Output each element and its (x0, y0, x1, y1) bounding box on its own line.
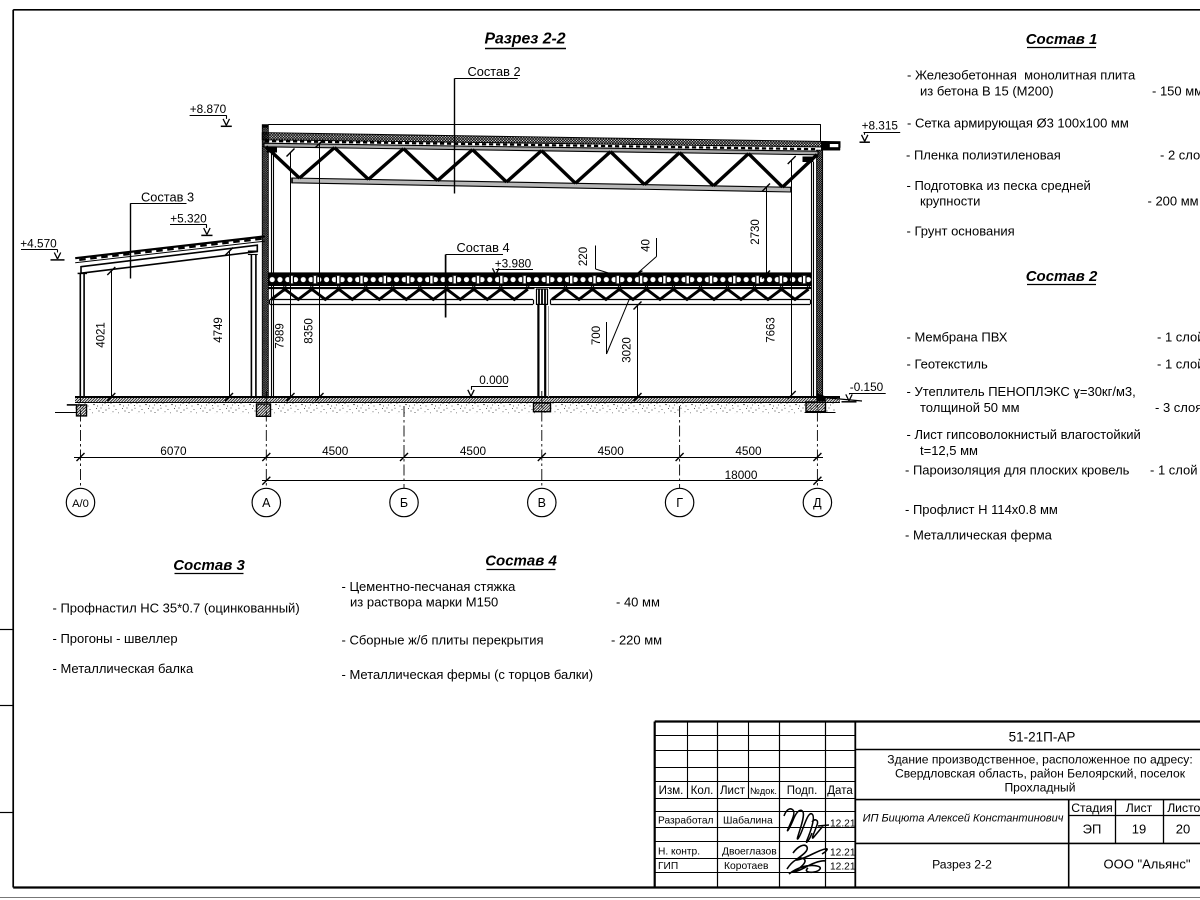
svg-text:- Прогоны - швеллер: - Прогоны - швеллер (53, 631, 178, 646)
svg-text:19: 19 (1132, 822, 1146, 837)
svg-text:А: А (262, 496, 271, 510)
svg-text:- Металлическая фермы (с торцо: - Металлическая фермы (с торцов балки) (342, 667, 594, 682)
svg-text:- Мембрана ПВХ: - Мембрана ПВХ (907, 330, 1008, 345)
svg-text:Разработал: Разработал (658, 815, 714, 827)
svg-text:Подп.: Подп. (787, 785, 818, 797)
svg-text:+8.315: +8.315 (862, 119, 899, 133)
svg-text:- 3 слоя: - 3 слоя (1155, 400, 1200, 415)
svg-text:Здание производственное, распо: Здание производственное, расположенное п… (887, 753, 1192, 767)
svg-text:Свердловская область, район Бе: Свердловская область, район Белоярский, … (895, 767, 1186, 781)
svg-text:- Утеплитель ПЕНОПЛЭКС ɣ=30кг/: - Утеплитель ПЕНОПЛЭКС ɣ=30кг/м3, (907, 384, 1136, 399)
svg-text:ООО "Альянс": ООО "Альянс" (1104, 857, 1191, 872)
svg-text:- 2 слоя: - 2 слоя (1160, 148, 1200, 163)
svg-text:Разрез 2-2: Разрез 2-2 (932, 858, 992, 872)
svg-text:Дата: Дата (827, 785, 853, 797)
svg-text:В: В (538, 496, 546, 510)
svg-text:- Профлист Н 114х0.8 мм: - Профлист Н 114х0.8 мм (905, 502, 1058, 517)
svg-text:Состав 1: Состав 1 (1026, 31, 1098, 48)
svg-text:- Металлическая ферма: - Металлическая ферма (905, 528, 1053, 543)
svg-text:- 150 мм: - 150 мм (1152, 84, 1200, 99)
svg-text:+5.320: +5.320 (170, 212, 207, 226)
svg-text:ИП Бицюта Алексей Константинов: ИП Бицюта Алексей Константинович (863, 813, 1064, 825)
svg-text:51-21П-АР: 51-21П-АР (1009, 730, 1076, 745)
svg-text:из раствора марки М150: из раствора марки М150 (350, 595, 498, 610)
svg-text:ЭП: ЭП (1083, 822, 1102, 837)
svg-text:№док.: №док. (750, 786, 777, 796)
svg-text:-0.150: -0.150 (850, 380, 884, 394)
svg-text:ГИП: ГИП (658, 861, 678, 872)
svg-text:Двоеглазов: Двоеглазов (722, 847, 777, 858)
svg-text:4500: 4500 (735, 444, 762, 458)
svg-text:- Сетка армирующая Ø3 100х100: - Сетка армирующая Ø3 100х100 мм (907, 116, 1129, 131)
svg-text:2730: 2730 (750, 219, 762, 245)
svg-text:Состав 3: Состав 3 (173, 557, 245, 574)
svg-text:+4.570: +4.570 (20, 236, 57, 250)
svg-text:18000: 18000 (725, 468, 758, 482)
svg-text:4500: 4500 (598, 444, 625, 458)
svg-text:220: 220 (578, 247, 590, 266)
svg-text:крупности: крупности (920, 194, 980, 209)
svg-text:- Грунт основания: - Грунт основания (907, 224, 1015, 239)
svg-text:+8.870: +8.870 (190, 102, 227, 116)
svg-text:Состав 4: Состав 4 (485, 553, 557, 570)
svg-text:7989: 7989 (275, 323, 287, 349)
svg-text:- Лист гипсоволокнистый влагос: - Лист гипсоволокнистый влагостойкий (907, 427, 1141, 442)
svg-text:- Геотекстиль: - Геотекстиль (907, 357, 988, 372)
svg-text:А/0: А/0 (72, 498, 89, 510)
svg-text:Лист: Лист (720, 785, 746, 797)
svg-text:Прохладный: Прохладный (1004, 781, 1075, 795)
svg-text:Д: Д (813, 496, 822, 510)
svg-text:Состав 2: Состав 2 (1026, 268, 1098, 285)
svg-text:Разрез 2-2: Разрез 2-2 (484, 31, 565, 48)
svg-text:8350: 8350 (304, 318, 316, 344)
svg-text:12.21: 12.21 (830, 862, 856, 873)
svg-text:40: 40 (641, 239, 653, 252)
svg-text:- Железобетонная монолитная п: - Железобетонная монолитная плита (907, 68, 1136, 83)
svg-text:- Цементно-песчаная стяжка: - Цементно-песчаная стяжка (342, 579, 517, 594)
svg-text:12.21: 12.21 (830, 848, 856, 859)
svg-text:- 200 мм: - 200 мм (1148, 194, 1199, 209)
svg-text:Кол.: Кол. (691, 785, 714, 797)
svg-text:толщиной 50 мм: толщиной 50 мм (920, 400, 1020, 415)
svg-text:- Сборные ж/б плиты перекрытия: - Сборные ж/б плиты перекрытия (342, 633, 544, 648)
svg-text:7663: 7663 (766, 317, 778, 343)
svg-text:Стадия: Стадия (1071, 801, 1113, 815)
svg-text:Состав 4: Состав 4 (457, 240, 510, 255)
svg-text:Состав 3: Состав 3 (141, 190, 194, 205)
svg-text:Изм.: Изм. (659, 785, 684, 797)
svg-text:Листов: Листов (1167, 801, 1200, 815)
svg-text:Лист: Лист (1126, 801, 1153, 815)
svg-text:+3.980: +3.980 (495, 256, 532, 270)
svg-text:12.21: 12.21 (830, 819, 856, 830)
svg-text:Состав 2: Состав 2 (468, 64, 521, 79)
svg-text:4749: 4749 (213, 317, 225, 343)
svg-text:- Пленка полиэтиленовая: - Пленка полиэтиленовая (906, 148, 1061, 163)
svg-text:- Пароизоляция для плоских кро: - Пароизоляция для плоских кровель (905, 463, 1130, 478)
svg-text:20: 20 (1176, 822, 1190, 837)
svg-text:- Металлическая балка: - Металлическая балка (53, 661, 194, 676)
svg-text:4500: 4500 (322, 444, 349, 458)
svg-text:- 220 мм: - 220 мм (611, 633, 662, 648)
svg-text:0.000: 0.000 (479, 373, 509, 387)
svg-text:из бетона В 15 (М200): из бетона В 15 (М200) (920, 84, 1054, 99)
svg-text:3020: 3020 (622, 337, 634, 363)
svg-text:- 1 слой: - 1 слой (1150, 463, 1198, 478)
svg-text:Б: Б (400, 496, 408, 510)
svg-text:700: 700 (591, 326, 603, 345)
svg-text:4500: 4500 (460, 444, 487, 458)
svg-text:6070: 6070 (160, 444, 187, 458)
svg-text:Шабалина: Шабалина (723, 815, 773, 827)
svg-text:- 1 слой: - 1 слой (1157, 330, 1200, 345)
svg-text:- 1 слой: - 1 слой (1157, 357, 1200, 372)
svg-text:Н. контр.: Н. контр. (658, 847, 700, 858)
svg-text:- Профнастил НС 35*0.7 (оцинко: - Профнастил НС 35*0.7 (оцинкованный) (53, 601, 300, 616)
svg-text:4021: 4021 (96, 322, 108, 348)
svg-text:Г: Г (676, 496, 683, 510)
svg-text:t=12,5 мм: t=12,5 мм (920, 443, 978, 458)
svg-text:Коротаев: Коротаев (724, 861, 769, 872)
svg-text:- Подготовка из песка средней: - Подготовка из песка средней (907, 178, 1091, 193)
svg-text:- 40 мм: - 40 мм (616, 595, 660, 610)
